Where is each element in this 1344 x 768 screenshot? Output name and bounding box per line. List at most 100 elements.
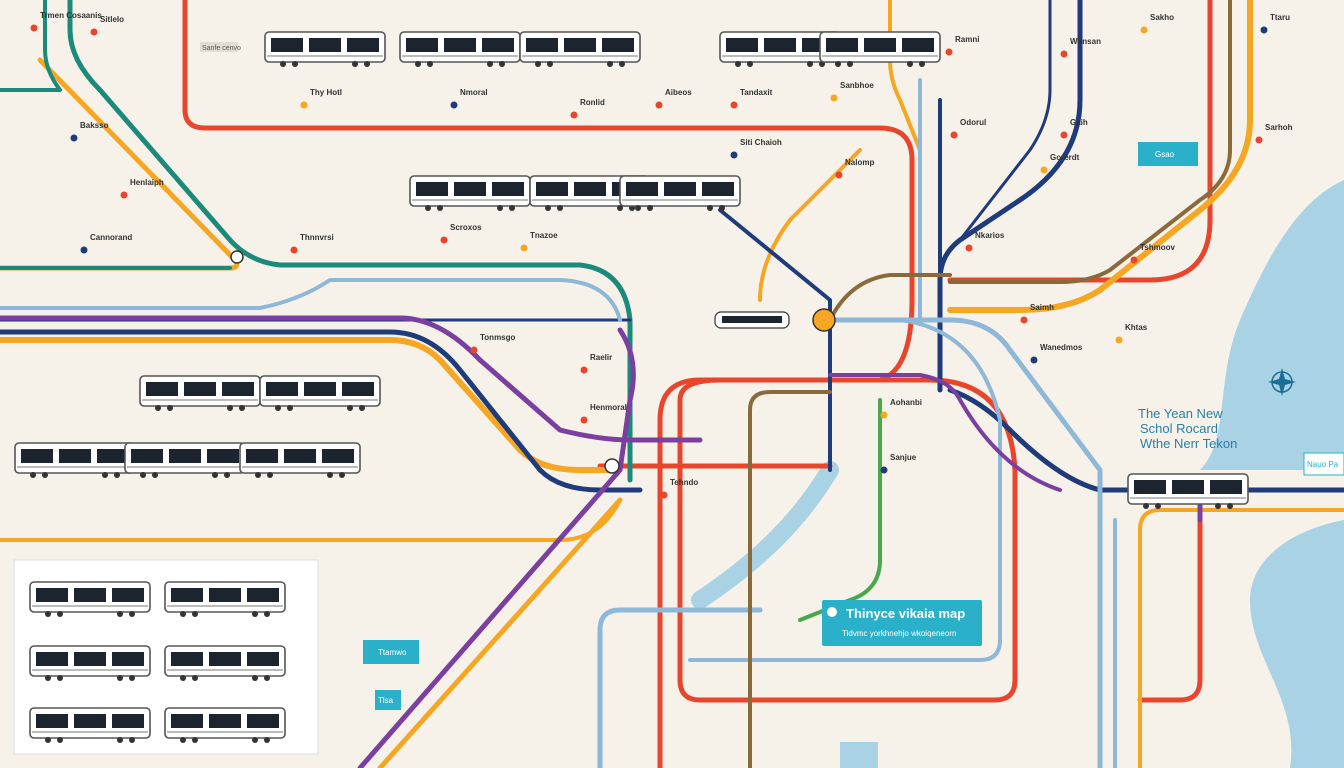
station-label: Thnnvrsi [300,233,334,242]
station-marker-icon [1255,136,1263,144]
station-marker-icon [1140,26,1148,34]
legend-badge [200,42,238,52]
bay-caption-line-2: Schol Rocard [1140,421,1218,436]
station-marker-icon [450,101,458,109]
bay-caption: The Yean New Schol Rocard Wthe Nerr Teko… [1138,406,1237,451]
badge-e-text: Nauo Pa [1307,460,1339,469]
station-marker-icon [965,244,973,252]
station-29[interactable]: Tonmsgo [470,333,516,354]
hub-west [230,250,244,264]
bay-emblem-icon [1268,368,1296,396]
station-6[interactable]: Tandaxit [730,88,773,109]
station-10[interactable]: Ramni [945,35,980,56]
station-24[interactable]: Nkarios [965,231,1005,252]
station-label: Ttaru [1270,13,1290,22]
line-brown-1 [748,390,832,768]
station-15[interactable]: Gaih [1060,118,1088,139]
station-marker-icon [90,28,98,36]
station-13[interactable]: Ttaru [1260,13,1291,34]
station-marker-icon [660,491,668,499]
station-21[interactable]: Scroxos [440,223,483,244]
line-orange-mid [758,148,862,302]
bay-caption-line-1: The Yean New [1138,406,1223,421]
station-17[interactable]: Gorerdt [1040,153,1080,174]
station-label: Tshmoov [1140,243,1176,252]
station-28[interactable]: Wanedmos [1030,343,1083,364]
station-25[interactable]: Tshmoov [1130,243,1176,264]
station-2[interactable]: Thy Hotl [300,88,343,109]
station-33[interactable]: Sanjue [880,453,917,474]
station-5[interactable]: Aibeos [655,88,693,109]
station-27[interactable]: Khtas [1115,323,1148,344]
station-marker-icon [1030,356,1038,364]
station-4[interactable]: Ronlid [570,98,605,119]
station-label: Scroxos [450,223,482,232]
station-32[interactable]: Aohanbi [880,398,923,419]
station-9[interactable]: Nalomp [835,158,875,179]
water-pool [840,742,878,768]
line-orange-diag [377,497,623,768]
station-3[interactable]: Nmoral [450,88,488,109]
station-label: Aibeos [665,88,692,97]
station-marker-icon [730,101,738,109]
station-18[interactable]: Baksso [70,121,109,142]
station-marker-icon [730,151,738,159]
station-23[interactable]: Cannorand [80,233,133,254]
station-marker-icon [880,411,888,419]
info-box-title: Thinyce vikaia map [846,606,965,621]
station-30[interactable]: Raelir [580,353,613,374]
station-7[interactable]: Sanbhoe [830,81,875,102]
badge-ne [1138,142,1198,166]
station-label: Wonsan [1070,37,1101,46]
line-navy-mid [718,208,832,472]
station-0[interactable]: Trmen Cosaanis [30,11,103,32]
bay-water-south [1250,520,1344,768]
line-navy-main [0,329,643,493]
badge-e [1303,452,1344,476]
badge-w [363,640,419,664]
station-34[interactable]: Tehndo [660,478,699,499]
station-8[interactable]: Siti Chaioh [730,138,782,159]
station-label: Nkarios [975,231,1005,240]
station-31[interactable]: Henmoral [580,403,627,424]
station-12[interactable]: Sakho [1140,13,1175,34]
line-green [798,398,882,622]
station-label: Sitlelo [100,15,124,24]
station-14[interactable]: Odorul [950,118,987,139]
station-label: Aohanbi [890,398,922,407]
station-22[interactable]: Tnazoe [520,231,559,252]
station-marker-icon [570,111,578,119]
station-label: Cannorand [90,233,132,242]
station-marker-icon [880,466,888,474]
station-label: Tonmsgo [480,333,516,342]
station-label: Tnazoe [530,231,558,240]
station-19[interactable]: Henlaiph [120,178,164,199]
line-lightblue-2 [827,317,1103,768]
station-marker-icon [655,101,663,109]
station-11[interactable]: Wonsan [1060,37,1102,58]
station-marker-icon [1040,166,1048,174]
station-16[interactable]: Sarhoh [1255,123,1293,144]
line-lightblue-1 [0,278,622,322]
station-label: Trmen Cosaanis [40,11,102,20]
line-orange-se [1138,508,1344,768]
river [691,461,839,609]
line-red-south [1137,517,1203,703]
station-marker-icon [580,366,588,374]
station-marker-icon [70,134,78,142]
line-navy-east [937,0,1083,393]
station-20[interactable]: Thnnvrsi [290,233,334,254]
line-teal-2 [0,0,62,92]
station-marker-icon [520,244,528,252]
station-label: Sakho [1150,13,1174,22]
station-26[interactable]: Saimh [1020,303,1055,324]
station-label: Henlaiph [130,178,164,187]
station-marker-icon [120,191,128,199]
hub-center [604,458,620,474]
station-marker-icon [1060,131,1068,139]
station-1[interactable]: Sitlelo [90,15,125,36]
station-label: Sarhoh [1265,123,1293,132]
station-label: Baksso [80,121,109,130]
bay-water [1200,180,1344,470]
